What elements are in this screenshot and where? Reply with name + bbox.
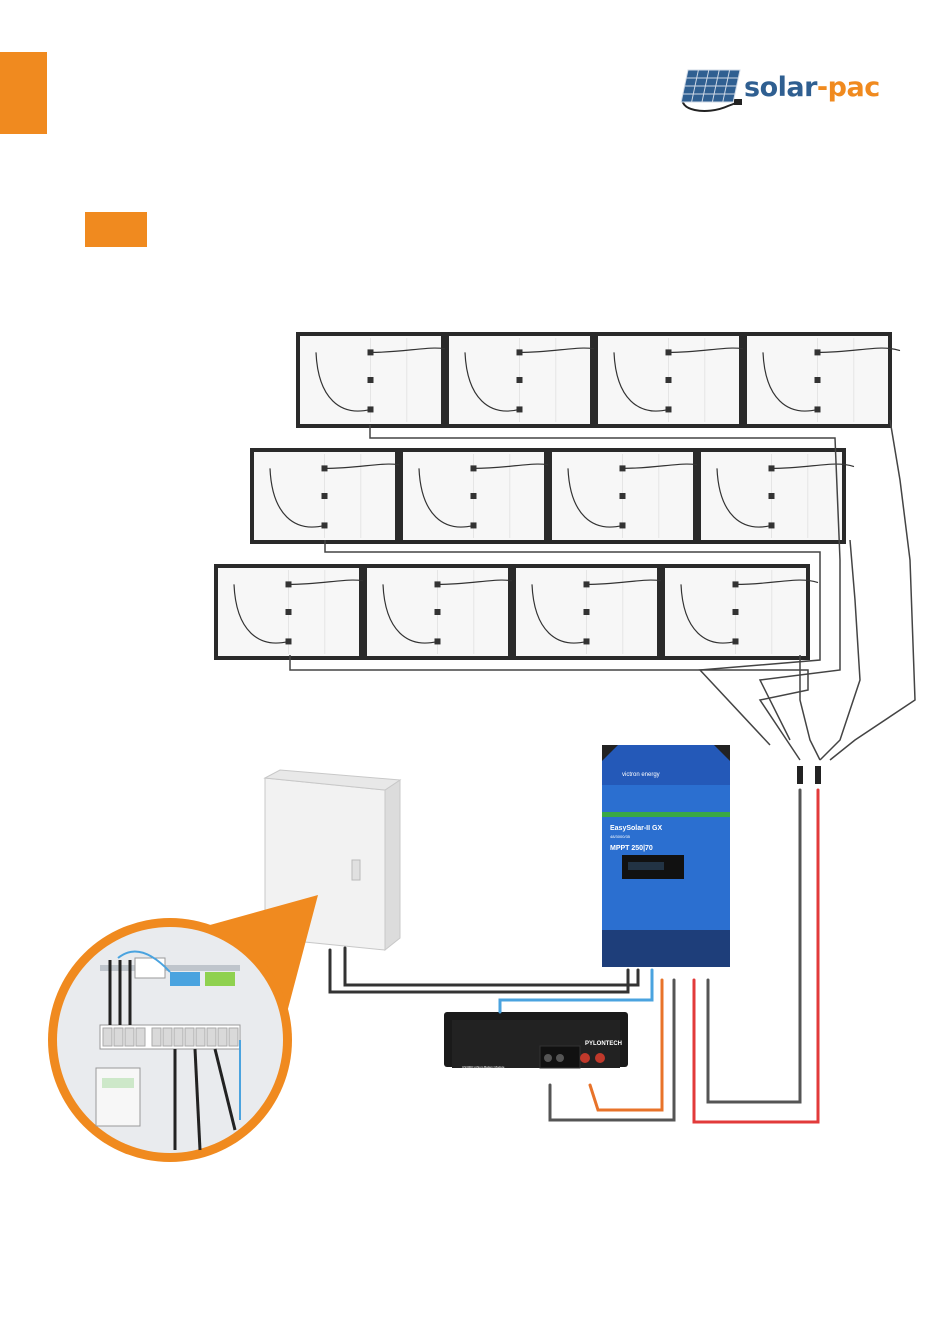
solar-panel: [216, 566, 371, 658]
mc4-y-connector: [797, 766, 803, 784]
inverter-mppt: MPPT 250|70: [610, 845, 653, 852]
solar-panel-array: [216, 334, 900, 658]
solar-panel: [401, 450, 556, 542]
solar-panel: [596, 334, 751, 426]
battery-pylontech: PYLONTECH US3000 Lithium Battery Module: [444, 1012, 628, 1069]
battery-and-ac-cables: [330, 790, 818, 1122]
solar-panel: [550, 450, 705, 542]
cabinet-detail-callout: [48, 895, 318, 1162]
inverter-model: EasySolar-II GX: [610, 825, 662, 832]
solar-panel: [699, 450, 854, 542]
string-cable: [290, 655, 808, 760]
battery-label: US3000 Lithium Battery Module: [462, 1065, 505, 1069]
solar-panel: [447, 334, 602, 426]
solar-panel: [252, 450, 407, 542]
inverter-sub: 48/3000/35: [610, 834, 631, 839]
battery-brand: PYLONTECH: [585, 1041, 622, 1047]
solar-panel: [514, 566, 669, 658]
inverter-easysolar: victron energy EasySolar-II GX 48/3000/3…: [602, 745, 730, 967]
inverter-brand: victron energy: [622, 772, 660, 778]
solar-panel: [365, 566, 520, 658]
mc4-y-connector: [815, 766, 821, 784]
solar-panel: [663, 566, 818, 658]
solar-panel: [745, 334, 900, 426]
solar-panel: [298, 334, 453, 426]
